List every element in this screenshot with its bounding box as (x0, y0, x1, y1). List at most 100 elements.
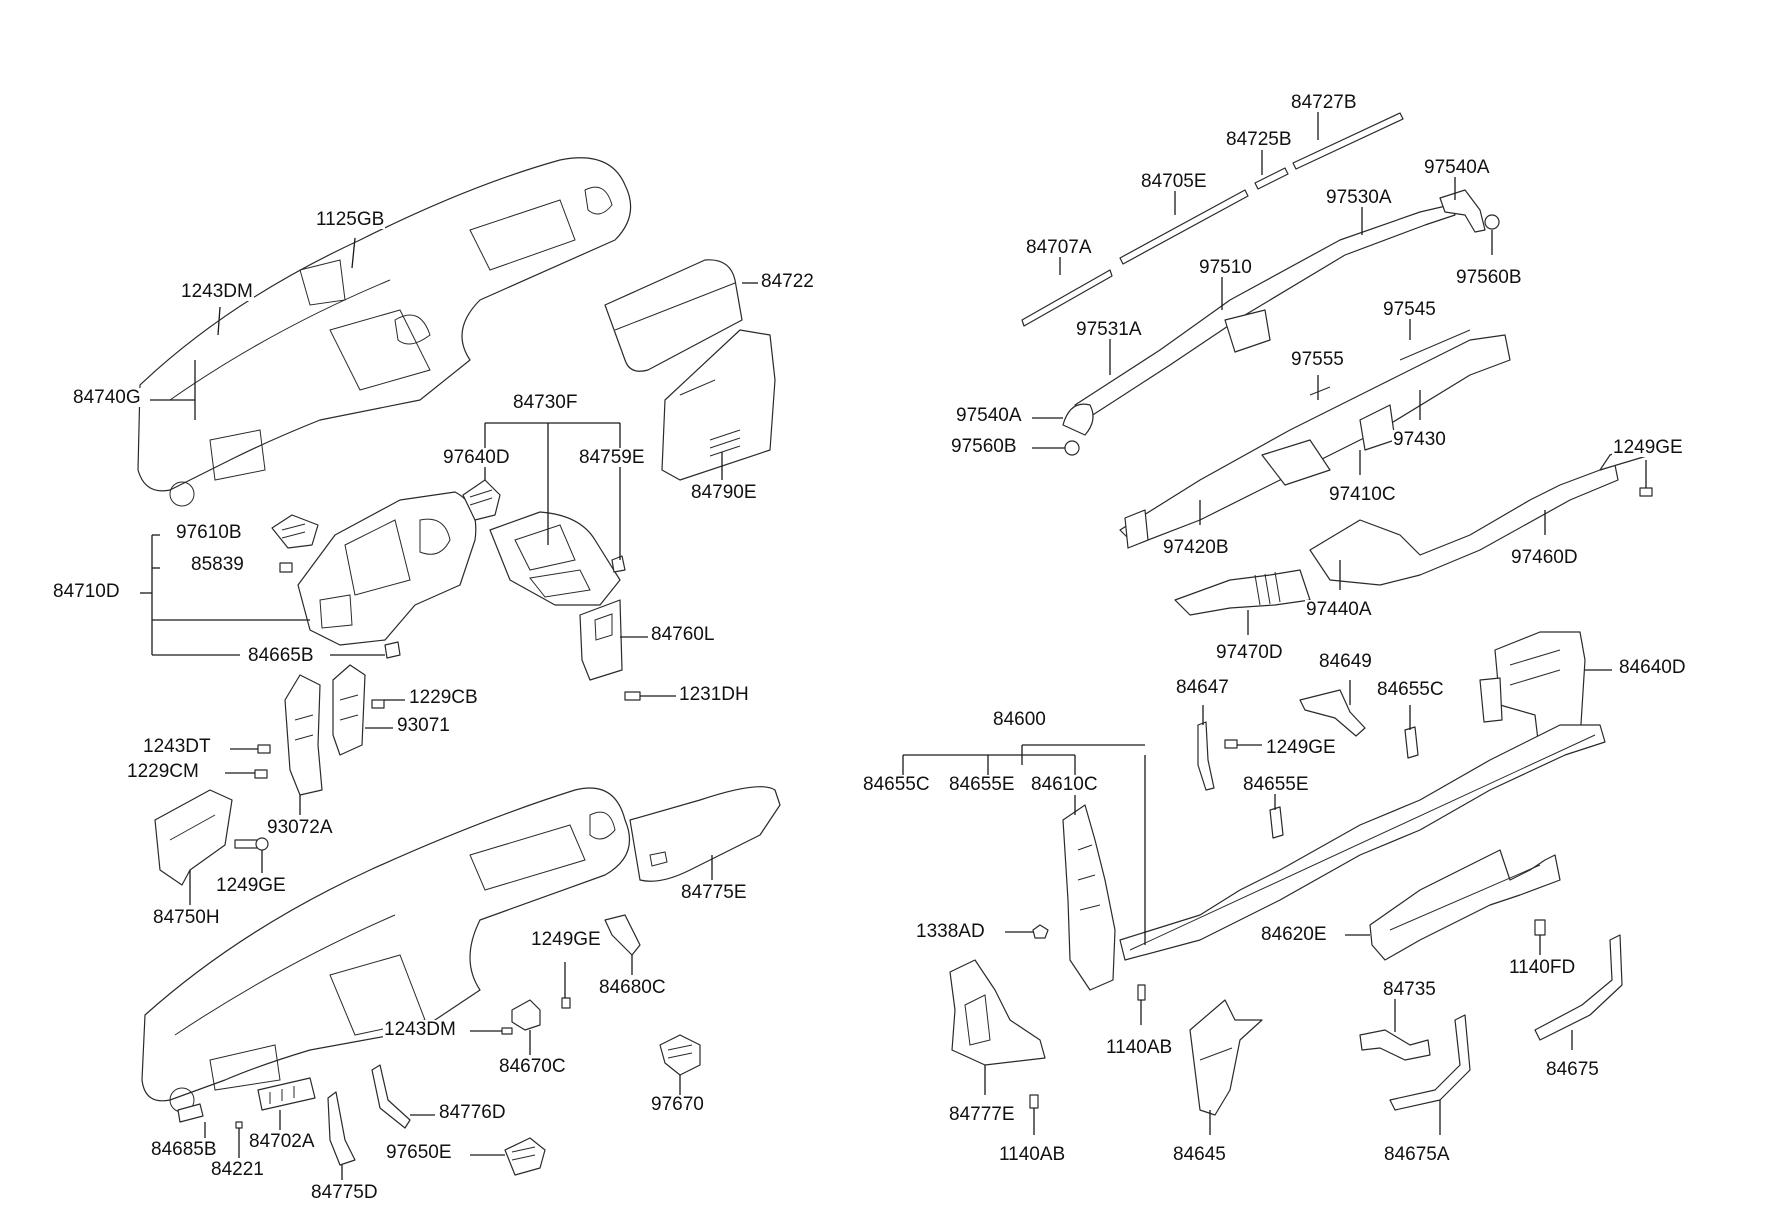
callout-84675: 84675 (1545, 1059, 1600, 1080)
leader-lines-right (902, 110, 1647, 1135)
callout-84722: 84722 (760, 271, 815, 292)
part-84645-bracket (1189, 999, 1263, 1116)
callout-84710d: 84710D (52, 581, 121, 602)
part-1231DH-screw (624, 691, 641, 701)
part-84775D-bracket (327, 1091, 356, 1166)
callout-97440a: 97440A (1305, 599, 1373, 620)
callout-1249ge: 1249GE (1612, 437, 1684, 458)
part-84675A-strap (1389, 1014, 1471, 1111)
callout-97410c: 97410C (1328, 484, 1397, 505)
callout-84655c: 84655C (1376, 679, 1445, 700)
part-84735-clip (1359, 1029, 1431, 1061)
callout-1231dh: 1231DH (678, 684, 750, 705)
callout-97460d: 97460D (1510, 547, 1579, 568)
callout-1140ab: 1140AB (998, 1144, 1067, 1165)
part-84655C-clip (1404, 726, 1419, 759)
callout-93072a: 93072A (266, 817, 334, 838)
part-84655E-clip (1269, 806, 1284, 839)
callout-84600: 84600 (992, 709, 1047, 730)
callout-84649: 84649 (1318, 651, 1373, 672)
callout-97540a: 97540A (1423, 157, 1491, 178)
callout-1140fd: 1140FD (1508, 957, 1577, 978)
callout-1243dt: 1243DT (142, 736, 212, 757)
part-84675-strap (1534, 934, 1623, 1041)
part-84750H-bracket (154, 789, 233, 886)
callout-84730f: 84730F (512, 392, 579, 413)
part-84776D-bracket (371, 1064, 411, 1129)
callout-1338ad: 1338AD (915, 921, 986, 942)
part-84600-cross-beam (1032, 724, 1606, 1001)
part-93071-shroud (332, 664, 366, 756)
callout-84702a: 84702A (248, 1131, 316, 1152)
part-screws-shroud (254, 699, 385, 779)
callout-1243dm: 1243DM (383, 1019, 457, 1040)
part-93072A-shroud (284, 674, 323, 796)
callout-97545: 97545 (1382, 299, 1437, 320)
callout-97530a: 97530A (1325, 187, 1393, 208)
callout-84675a: 84675A (1383, 1144, 1451, 1165)
callout-1140ab: 1140AB (1105, 1037, 1174, 1058)
callout-84655e: 84655E (1242, 774, 1310, 795)
part-1140FD-bolt (1534, 919, 1546, 936)
callout-84790e: 84790E (690, 482, 758, 503)
part-84790E-glove-box (661, 329, 776, 481)
callout-97560b: 97560B (950, 436, 1018, 457)
part-defroster-strips (1021, 112, 1404, 327)
callout-84777e: 84777E (948, 1104, 1016, 1125)
callout-85839: 85839 (190, 554, 245, 575)
part-84670C-bracket (511, 999, 541, 1031)
part-1249GE-screw-mid (1224, 739, 1238, 749)
callout-84775d: 84775D (310, 1182, 379, 1203)
callout-1249ge: 1249GE (215, 875, 287, 896)
callout-1249ge: 1249GE (1265, 737, 1337, 758)
part-84680C-bracket (604, 914, 641, 956)
callout-97470d: 97470D (1215, 642, 1284, 663)
part-97510-defroster-duct (1062, 189, 1500, 456)
callout-84759e: 84759E (578, 447, 646, 468)
callout-84665b: 84665B (247, 645, 315, 666)
callout-84750h: 84750H (152, 907, 221, 928)
callout-84680c: 84680C (598, 977, 667, 998)
callout-84221: 84221 (210, 1159, 265, 1180)
part-84620E-bracket (1369, 849, 1561, 961)
callout-84645: 84645 (1172, 1144, 1227, 1165)
part-1140AB-bolt-lower (1029, 1094, 1039, 1109)
callout-84707a: 84707A (1025, 237, 1093, 258)
part-97670-vent (659, 1034, 701, 1076)
callout-84775e: 84775E (680, 882, 748, 903)
callout-84655e: 84655E (948, 774, 1016, 795)
callout-97610b: 97610B (175, 522, 243, 543)
part-1249GE-screw-right (1639, 487, 1653, 497)
callout-97560b: 97560B (1455, 267, 1523, 288)
part-84665B-clip (384, 641, 401, 659)
callout-84647: 84647 (1175, 677, 1230, 698)
callout-84620e: 84620E (1260, 924, 1328, 945)
part-85839-screw (279, 562, 293, 573)
callout-84685b: 84685B (150, 1139, 218, 1160)
part-97650E-vent (504, 1137, 546, 1176)
callout-1125gb: 1125GB (315, 209, 386, 230)
callout-84705e: 84705E (1140, 171, 1208, 192)
part-84649-bracket (1299, 689, 1366, 737)
callout-97510: 97510 (1198, 257, 1253, 278)
part-84722-panel (604, 259, 743, 372)
callout-97531a: 97531A (1075, 319, 1143, 340)
callout-84655c: 84655C (862, 774, 931, 795)
part-84702A-panel (257, 1077, 316, 1111)
callout-97420b: 97420B (1162, 537, 1230, 558)
callout-97640d: 97640D (442, 447, 511, 468)
callout-84610c: 84610C (1030, 774, 1099, 795)
part-84647-bracket (1197, 721, 1215, 791)
callout-97650e: 97650E (385, 1142, 453, 1163)
callout-97670: 97670 (650, 1094, 705, 1115)
callout-84727b: 84727B (1290, 92, 1358, 113)
callout-84725b: 84725B (1225, 129, 1293, 150)
part-97610B-vent (271, 514, 319, 549)
callout-93071: 93071 (396, 715, 451, 736)
part-97430-center-duct (1119, 329, 1511, 549)
callout-84776d: 84776D (438, 1102, 507, 1123)
part-84685B-clip (177, 1103, 204, 1123)
part-84777E-bracket (949, 959, 1046, 1066)
